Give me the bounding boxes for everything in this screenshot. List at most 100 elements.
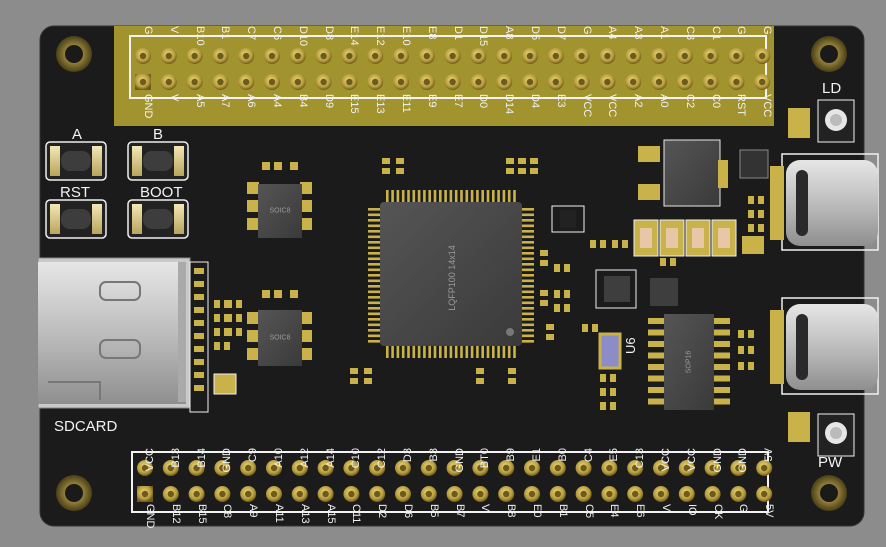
pin-label: VCC (606, 94, 619, 118)
pin-label: B5 (427, 504, 440, 518)
pin-label: E0 (531, 504, 543, 518)
pin-label: C13 (634, 448, 647, 469)
pin-label: A12 (298, 448, 311, 468)
tactile-button-icon (45, 141, 189, 239)
pin-label: C3 (683, 26, 696, 41)
pin-label: E12 (374, 26, 387, 46)
pin-label: B15 (195, 504, 208, 524)
pin-label: A9 (247, 504, 260, 518)
button-rst-label: RST (60, 184, 90, 201)
pin-label: D0 (477, 94, 490, 109)
mcu-chip (368, 190, 534, 358)
pin-label: V (167, 26, 180, 34)
soic-bottom-marking: SOIC8 (269, 334, 291, 342)
pin-label: A2 (632, 94, 645, 108)
pin-label: G (735, 26, 748, 35)
pin-label: E1 (531, 448, 543, 462)
pin-label: G (142, 26, 154, 35)
pin-label: D6 (402, 504, 414, 519)
pin-label: G (737, 504, 750, 513)
pin-label: D10 (296, 26, 309, 47)
pin-label: E7 (451, 94, 464, 108)
pin-header-icon (135, 48, 771, 90)
led-icon (788, 99, 855, 457)
pin-label: B14 (195, 448, 208, 468)
pin-label: A6 (245, 94, 258, 108)
pin-label: E15 (348, 94, 361, 114)
pin-label: A8 (503, 26, 516, 40)
pin-label: C5 (582, 504, 595, 519)
pin-label: D7 (554, 26, 567, 41)
pin-label: A15 (324, 504, 337, 524)
pin-label: B0 (556, 448, 569, 462)
pin-label: C0 (709, 94, 722, 109)
pin-label: CK (711, 504, 724, 520)
pin-label: D9 (322, 94, 335, 109)
pin-label: B1 (556, 504, 569, 518)
pin-label: VCC (685, 448, 698, 472)
pin-label: A4 (271, 94, 283, 108)
pin-label: RST (735, 94, 748, 116)
pin-label: A3 (632, 26, 645, 40)
pin-label: VCC (761, 94, 774, 118)
sop16-chip (648, 314, 730, 410)
pin-label: C10 (350, 448, 363, 469)
mcu-marking: LQFP100 14x14 (447, 245, 457, 311)
pin-label: B9 (505, 448, 518, 462)
pin-label: C4 (582, 448, 595, 463)
pin-label: A5 (193, 94, 206, 108)
led-ld-label: LD (822, 80, 842, 97)
pin-label: 5V (763, 448, 776, 462)
pin-label: C11 (350, 504, 363, 524)
pin-label: B8 (505, 504, 518, 518)
pin-label: E10 (400, 26, 412, 46)
pin-label: B10 (193, 26, 206, 46)
pin-label: GND (453, 448, 466, 473)
pin-label: D5 (529, 26, 541, 41)
pin-label: A0 (658, 94, 670, 108)
pin-label: VCC (580, 94, 593, 118)
pin-label: B3 (427, 448, 440, 462)
pin-label: D1 (451, 26, 464, 41)
pin-label: B1 (219, 26, 232, 40)
pin-label: B13 (169, 448, 182, 468)
pin-label: VCC (660, 448, 672, 472)
button-a-label: A (72, 126, 83, 143)
button-boot-label: BOOT (140, 184, 183, 201)
pin-label: GND (711, 448, 724, 473)
soic-top-marking: SOIC8 (269, 207, 291, 215)
led-pw-label: PW (818, 454, 843, 471)
pin-label: A11 (273, 504, 285, 523)
pin-label: D2 (376, 504, 389, 519)
u6-label: U6 (623, 337, 638, 354)
pin-label: E6 (634, 504, 647, 518)
pin-label: E5 (608, 448, 621, 462)
soic-top-chip (247, 162, 312, 238)
pin-label: C12 (376, 448, 389, 469)
pin-label: GND (142, 94, 154, 119)
pin-label: 5V (763, 504, 776, 518)
pin-label: E14 (348, 26, 361, 46)
pin-label: G (761, 26, 774, 35)
pin-label: E13 (374, 94, 387, 114)
pin-label: A14 (324, 448, 337, 468)
pin-label: A7 (219, 94, 232, 108)
pin-label: GND (737, 448, 750, 473)
pin-label: IO (685, 504, 698, 516)
pin-header-icon (137, 460, 773, 502)
top-header-highlight (114, 26, 774, 126)
pin-label: BT0 (479, 448, 492, 469)
pin-label: C1 (709, 26, 722, 41)
pin-label: D4 (529, 94, 541, 109)
pin-label: C8 (221, 504, 234, 519)
pin-label: B7 (453, 504, 466, 518)
pin-label: D3 (402, 448, 414, 463)
sop-marking: SOP16 (685, 350, 693, 374)
pin-label: C7 (245, 26, 258, 41)
pin-label: C6 (271, 26, 283, 41)
pin-label: V (479, 504, 492, 512)
pin-label: B4 (296, 94, 309, 108)
mounting-hole-icon (56, 36, 847, 511)
pin-label: A10 (273, 448, 285, 468)
